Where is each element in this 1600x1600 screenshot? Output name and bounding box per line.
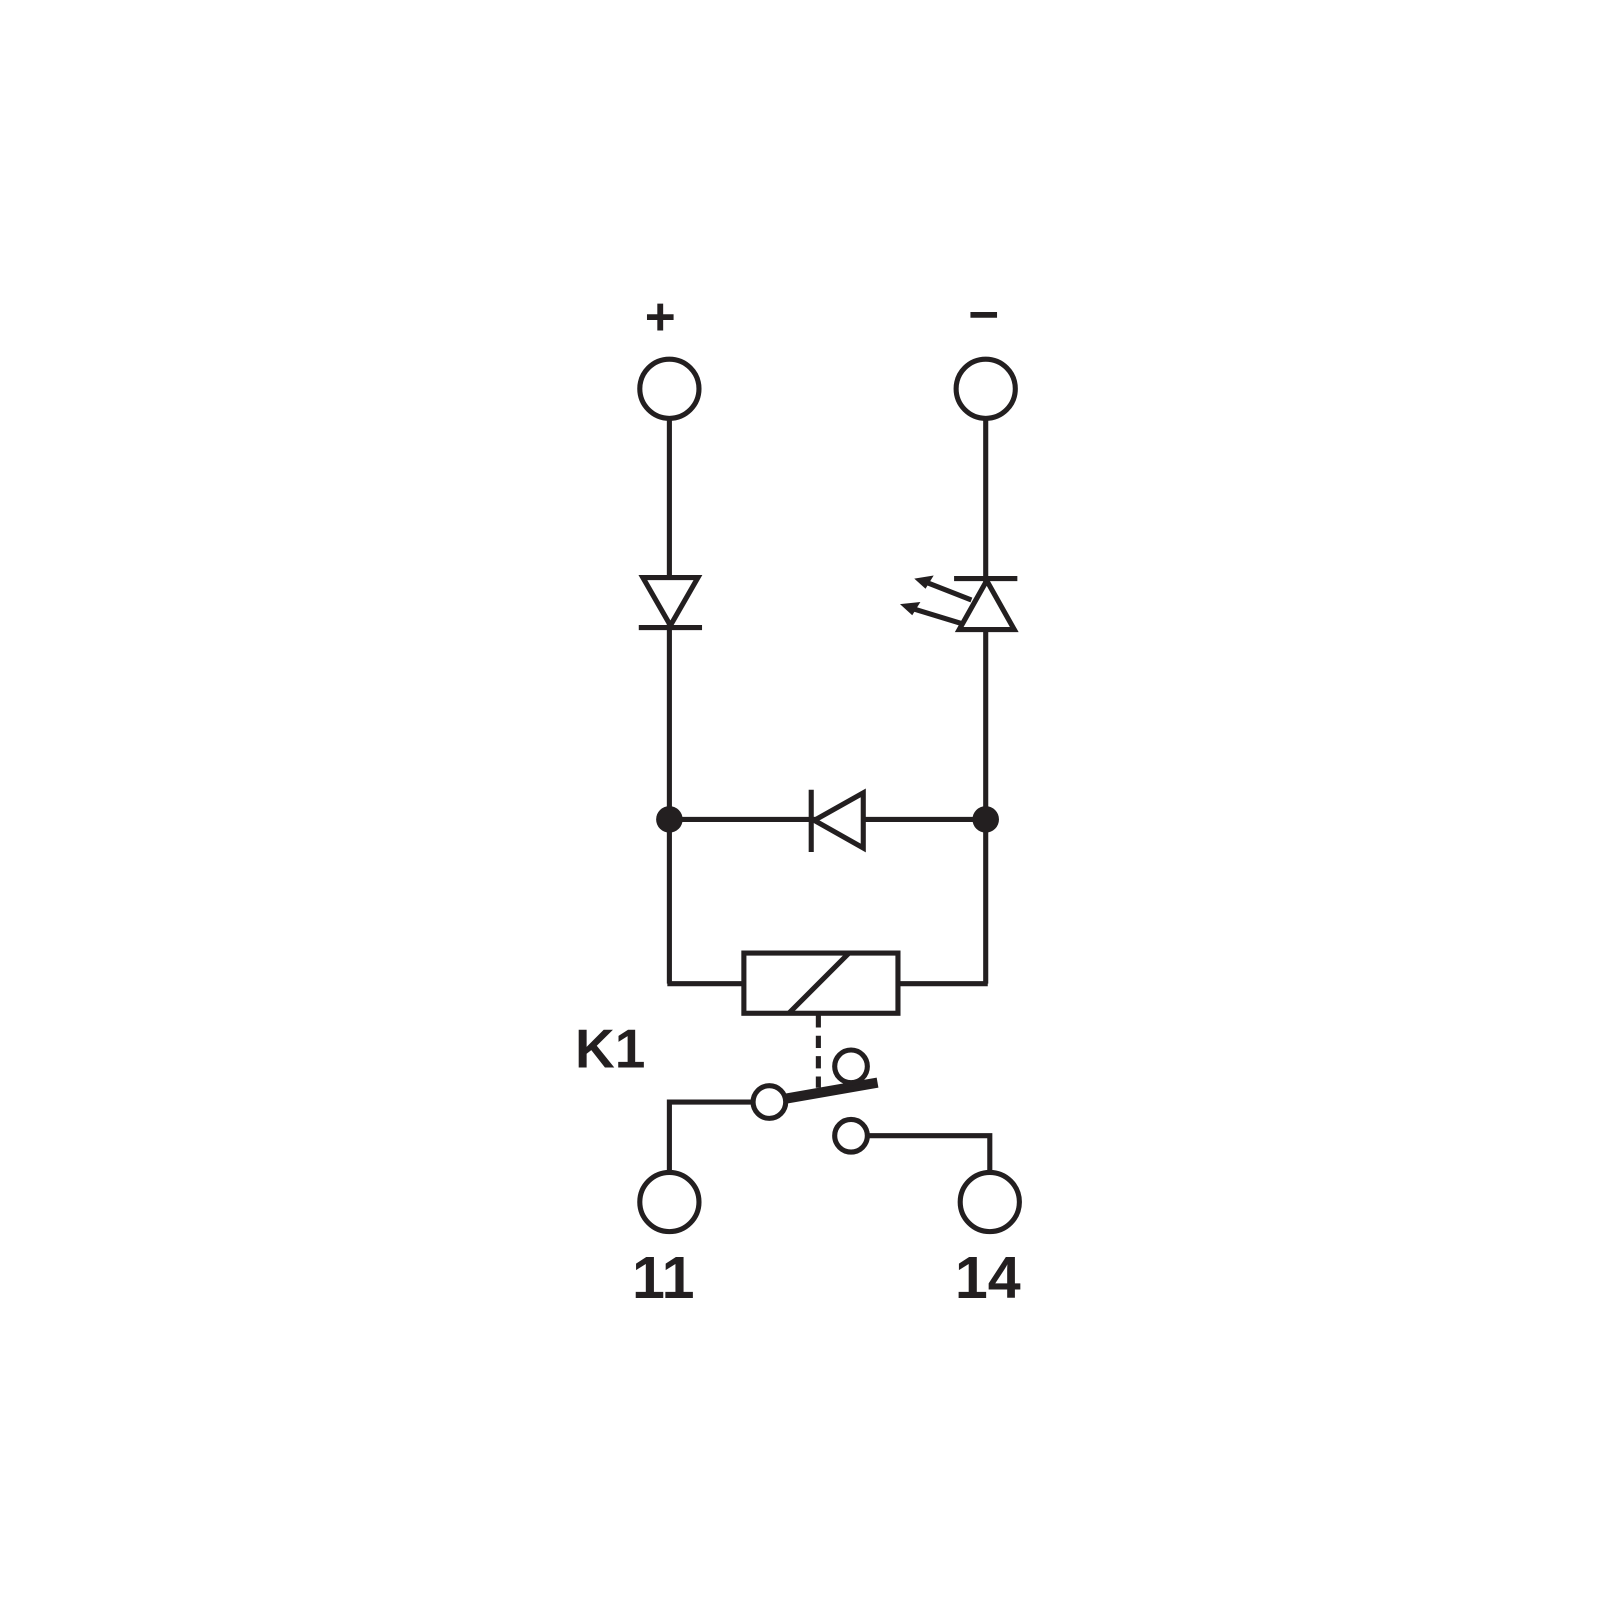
plus-label: +	[645, 288, 676, 347]
terminal-11	[637, 1169, 702, 1235]
junction-dot	[656, 806, 683, 833]
protection-diode	[638, 575, 703, 631]
relay-contact	[666, 1047, 993, 1174]
relay-coil	[667, 950, 988, 1016]
minus-label: −	[968, 286, 999, 345]
terminal-11-label: 11	[632, 1244, 695, 1311]
relay-label: K1	[575, 1017, 645, 1079]
junction-dot	[972, 806, 999, 833]
terminal-minus	[953, 356, 1018, 421]
led-icon	[900, 575, 1019, 633]
freewheel-diode	[808, 788, 866, 853]
terminal-14	[957, 1169, 1022, 1235]
terminal-plus	[637, 356, 702, 421]
terminal-14-label: 14	[955, 1244, 1021, 1311]
